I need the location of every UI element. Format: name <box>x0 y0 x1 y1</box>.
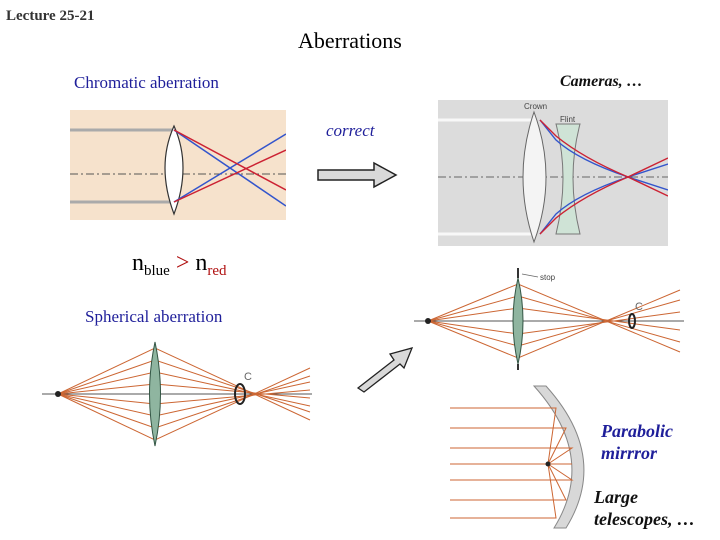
stop-label: stop <box>540 273 556 282</box>
parallel-rays <box>450 407 574 519</box>
point-source <box>55 391 61 397</box>
circle-of-least-confusion <box>234 383 246 405</box>
n-blue: n <box>132 250 144 276</box>
correct-label: correct <box>326 121 375 140</box>
flint-label: Flint <box>560 115 576 124</box>
cameras-label: Cameras, … <box>560 73 643 90</box>
red-ray-top <box>539 119 668 197</box>
n-red: n <box>195 250 208 276</box>
caustic-letter: C <box>244 371 252 383</box>
greater-than-symbol: > <box>175 250 190 276</box>
parabolic-mirror-label: Parabolic mirrror <box>601 420 673 464</box>
chromatic-aberration-figure <box>70 110 286 220</box>
point-source <box>425 318 431 324</box>
n-blue-subscript: blue <box>144 263 170 279</box>
spherical-lens <box>149 341 161 447</box>
parabolic-line-2: mirrror <box>601 443 658 463</box>
camera-lens-figure: Crown Flint <box>438 100 668 246</box>
large-line-1: Large <box>594 487 638 507</box>
slide-title: Aberrations <box>298 28 402 53</box>
red-ray-top <box>173 129 286 191</box>
large-telescopes-label: Large telescopes, … <box>594 486 695 530</box>
figure-background <box>438 100 668 246</box>
lens <box>164 124 184 216</box>
focal-point <box>545 461 551 467</box>
focus-spot <box>628 313 636 329</box>
n-red-subscript: red <box>207 263 227 279</box>
parabolic-mirror <box>532 385 585 529</box>
blue-ray-bottom <box>173 133 286 203</box>
crown-lens <box>522 110 547 244</box>
refractive-index-relation: nblue > nred <box>132 250 227 280</box>
parabolic-line-1: Parabolic <box>601 421 673 441</box>
lecture-number: Lecture 25-21 <box>6 8 95 24</box>
improvement-arrow <box>356 347 414 393</box>
red-ray-bottom <box>173 149 286 203</box>
stopped-lens-figure: stop C <box>414 268 684 370</box>
large-line-2: telescopes, … <box>594 509 695 529</box>
correct-arrow <box>317 161 398 189</box>
spherical-aberration-heading: Spherical aberration <box>85 307 223 326</box>
stop-pointer <box>521 273 539 278</box>
chromatic-aberration-heading: Chromatic aberration <box>74 73 219 92</box>
red-ray-bottom <box>539 157 668 235</box>
stopped-lens <box>512 277 524 365</box>
caustic-letter-2: C <box>635 301 643 313</box>
crown-label: Crown <box>524 102 547 111</box>
spherical-aberration-figure: C <box>42 341 312 447</box>
parabolic-mirror-figure <box>450 385 585 529</box>
